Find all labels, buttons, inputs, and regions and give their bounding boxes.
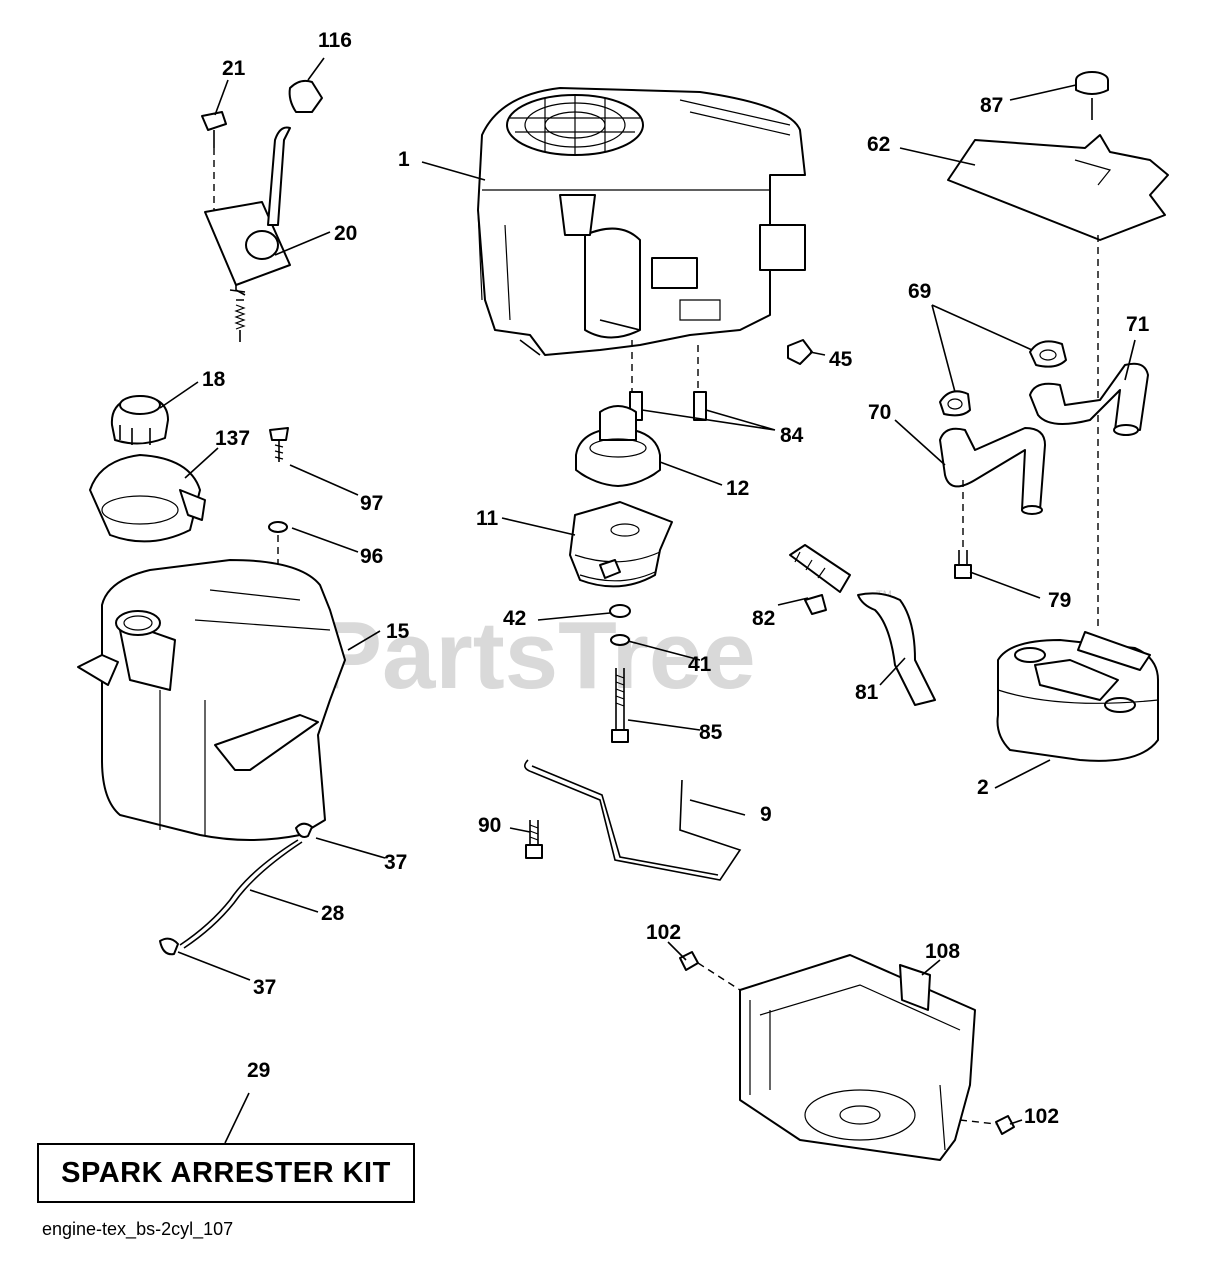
gasket-part-69b xyxy=(939,390,971,417)
callout-2: 2 xyxy=(977,776,989,799)
clamp-part-37b xyxy=(159,937,179,956)
callout-71: 71 xyxy=(1126,313,1150,336)
callout-137: 137 xyxy=(215,427,250,450)
callout-82: 82 xyxy=(752,607,775,630)
callout-102-left: 102 xyxy=(646,921,681,944)
callout-20: 20 xyxy=(334,222,357,245)
leader-lines xyxy=(159,57,1136,1144)
washer-part-42 xyxy=(609,604,631,618)
callout-12: 12 xyxy=(726,477,749,500)
clutch-part-11 xyxy=(569,501,673,588)
diagram-code: engine-tex_bs-2cyl_107 xyxy=(42,1219,234,1239)
callout-1: 1 xyxy=(398,148,410,171)
engine-shield-part-108 xyxy=(739,954,976,1161)
bolt-part-21 xyxy=(201,111,227,148)
callout-21: 21 xyxy=(222,57,246,80)
spark-arrester-kit-box: SPARK ARRESTER KIT xyxy=(37,1143,415,1203)
fuel-line-part-28 xyxy=(179,839,299,946)
callout-81: 81 xyxy=(855,681,879,704)
callout-70: 70 xyxy=(868,401,891,424)
callout-37-lower: 37 xyxy=(253,976,276,999)
bolt-part-90 xyxy=(525,820,543,859)
callout-84: 84 xyxy=(780,424,804,447)
callout-18: 18 xyxy=(202,368,226,391)
callout-29: 29 xyxy=(247,1059,270,1082)
callout-97: 97 xyxy=(360,492,383,515)
callout-116: 116 xyxy=(318,29,352,52)
callout-15: 15 xyxy=(386,620,410,643)
callout-96: 96 xyxy=(360,545,383,568)
bolts-part-84 xyxy=(629,391,707,421)
clamp-part-37a xyxy=(295,822,313,838)
callout-90: 90 xyxy=(478,814,501,837)
bolt-part-85 xyxy=(611,668,629,743)
callout-62: 62 xyxy=(867,133,890,156)
callout-37-upper: 37 xyxy=(384,851,407,874)
fuel-cap-part-18 xyxy=(110,395,169,445)
callout-41: 41 xyxy=(688,653,712,676)
fuel-pump-part-82 xyxy=(789,544,851,615)
bolt-part-97 xyxy=(269,427,289,462)
hose-part-81 xyxy=(857,592,936,706)
callout-79: 79 xyxy=(1048,589,1071,612)
drain-plug-part-45 xyxy=(787,339,813,365)
pulley-part-12 xyxy=(575,405,661,487)
callout-28: 28 xyxy=(321,902,345,925)
throttle-knob-part-116 xyxy=(288,79,323,113)
callout-108: 108 xyxy=(925,940,960,963)
callout-42: 42 xyxy=(503,607,526,630)
callout-45: 45 xyxy=(829,348,853,371)
bolt-part-79 xyxy=(954,550,972,579)
engine-part-1 xyxy=(477,87,806,356)
washer-part-41 xyxy=(610,634,630,646)
callout-9: 9 xyxy=(760,803,772,826)
screw-part-102b xyxy=(995,1115,1015,1135)
gasket-part-69a xyxy=(1029,340,1067,368)
filter-cup-part-137 xyxy=(89,454,206,543)
exhaust-pipe-part-71 xyxy=(1029,362,1149,436)
washer-part-96 xyxy=(268,521,288,533)
callout-69: 69 xyxy=(908,280,931,303)
muffler-part-2 xyxy=(996,631,1159,762)
rod-part-9 xyxy=(524,759,742,881)
heat-shield-part-62 xyxy=(947,134,1169,241)
callout-11: 11 xyxy=(476,507,499,530)
callout-85: 85 xyxy=(699,721,723,744)
exhaust-pipe-part-70 xyxy=(939,427,1046,515)
screw-part-102a xyxy=(679,951,699,971)
fuel-tank-part-15 xyxy=(77,559,346,841)
knob-part-87 xyxy=(1075,71,1109,120)
throttle-control-part-20 xyxy=(204,126,291,342)
callout-87: 87 xyxy=(980,94,1003,117)
callout-102-right: 102 xyxy=(1024,1105,1059,1128)
spark-arrester-kit-label: SPARK ARRESTER KIT xyxy=(61,1156,391,1189)
